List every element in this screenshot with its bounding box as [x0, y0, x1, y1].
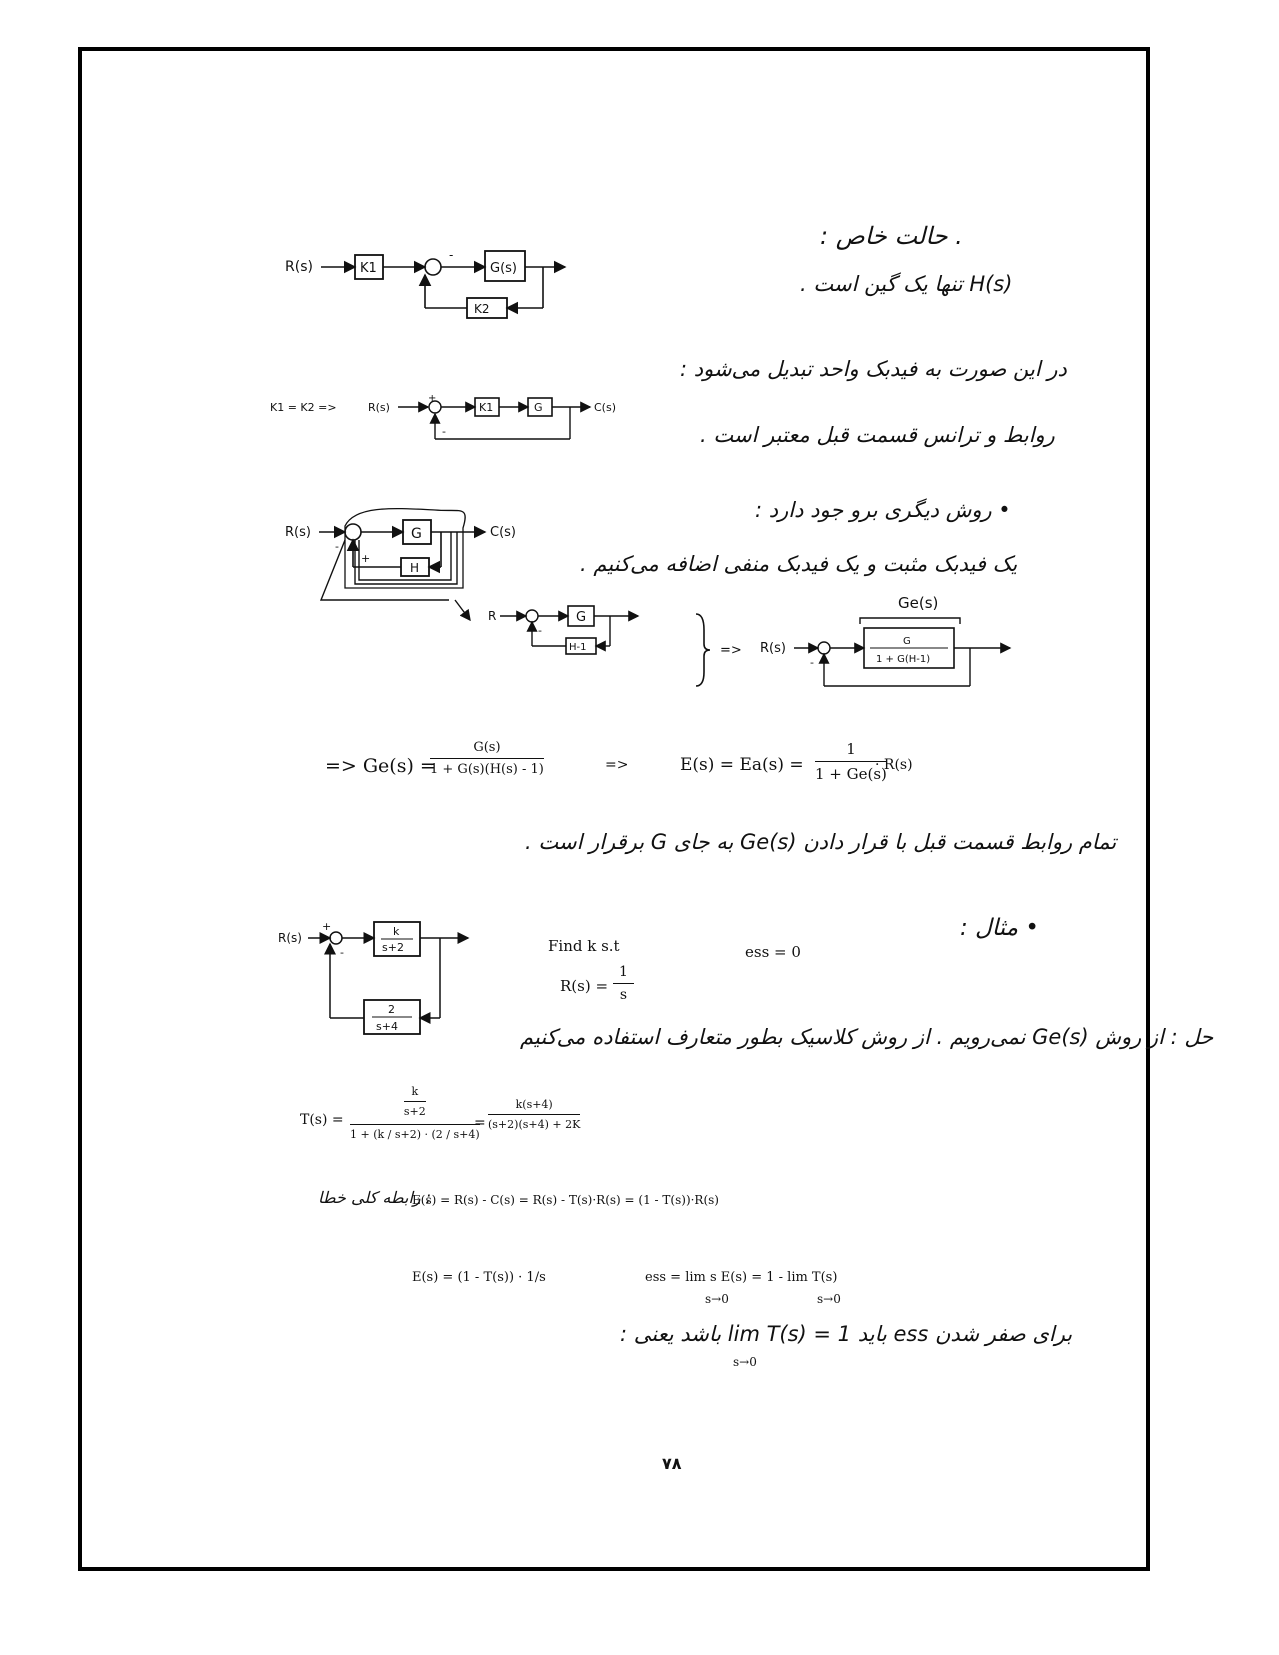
- t-numerator: k s+2: [350, 1085, 480, 1125]
- e-numerator: 1: [815, 740, 887, 762]
- in-this-case-text: در این صورت به فیدبک واحد تبدیل می‌شود :: [680, 357, 1067, 381]
- d3-h-label: H: [410, 561, 419, 575]
- r-fraction: 1 s: [613, 964, 634, 1003]
- e-fraction: 1 1 + Ge(s): [815, 740, 887, 783]
- d2-input-label: R(s): [368, 401, 390, 414]
- d3-g-label: G: [411, 526, 422, 542]
- d2-output-label: C(s): [594, 401, 616, 414]
- t-fraction: k s+2 1 + (k / s+2) · (2 / s+4): [350, 1085, 480, 1141]
- d3-input-label: R(s): [285, 525, 311, 540]
- t-num-bot: s+2: [403, 1105, 426, 1118]
- d4-minus-sign: -: [538, 624, 542, 637]
- t-num-top: k: [403, 1085, 426, 1102]
- d4-g-label: G: [576, 610, 586, 625]
- d3-minus-sign: -: [335, 540, 339, 553]
- d2-plus-sign: +: [428, 395, 436, 404]
- block-diagram-ge: Ge(s) R(s) G 1 + G(H-1) -: [760, 594, 1012, 687]
- d2-minus-sign: -: [442, 425, 446, 438]
- for-zero-text: برای صفر شدن ess باید lim T(s) = 1 باشد …: [620, 1322, 1073, 1346]
- lim-sub-2: s→0: [817, 1292, 841, 1306]
- d2-g-label: G: [534, 401, 543, 414]
- r-denominator: s: [619, 987, 628, 1003]
- d3-plus-sign: +: [361, 552, 370, 565]
- t-inner-fraction: k s+2: [403, 1085, 426, 1118]
- page-number: ۷۸: [662, 1454, 682, 1473]
- t-rhs-fraction: k(s+4) (s+2)(s+4) + 2K: [488, 1098, 581, 1131]
- d2-k1-label: K1: [479, 401, 493, 414]
- e-lhs: E(s) = Ea(s) =: [680, 755, 804, 775]
- lim-sub-3: s→0: [733, 1355, 757, 1369]
- block-diagram-k1-k2: R(s) K1 G(s) K2 -: [285, 248, 567, 319]
- t-denominator: 1 + (k / s+2) · (2 / s+4): [350, 1128, 480, 1141]
- d4-input-label: R: [488, 609, 496, 623]
- block-diagram-added-feedback: R(s) G C(s) H + -: [285, 507, 516, 622]
- block-diagram-example: R(s) + k s+2 2 s+4 -: [278, 920, 470, 1035]
- ge-lhs: => Ge(s) =: [325, 755, 436, 777]
- solution-text: حل : از روش Ge(s) نمی‌رویم . از روش کلاس…: [520, 1025, 1214, 1049]
- d6-input-label: R(s): [278, 931, 302, 945]
- page-frame: [78, 47, 1150, 1571]
- t-equals: =: [474, 1115, 486, 1131]
- d5-g-den: 1 + G(H-1): [876, 654, 930, 665]
- block-diagram-h-minus-1: R G H-1 -: [488, 605, 640, 655]
- general-error-label: : رابطه کلی خطا: [318, 1188, 432, 1207]
- find-k-text: Find k s.t: [548, 937, 620, 955]
- special-case-heading: . حالت خاص :: [820, 222, 963, 250]
- d6-k-num: k: [393, 925, 400, 938]
- d1-minus-sign: -: [449, 248, 453, 262]
- t-lhs: T(s) =: [300, 1112, 344, 1128]
- block-diagram-unity-feedback: K1 = K2 => R(s) + K1 G C(s) -: [270, 395, 616, 440]
- add-subtract-feedback-text: یک فیدبک مثبت و یک فیدبک منفی اضافه می‌ک…: [580, 552, 1018, 576]
- e-final-equation: E(s) = (1 - T(s)) · 1/s: [412, 1270, 546, 1285]
- ge-denominator: 1 + G(s)(H(s) - 1): [430, 762, 544, 777]
- ess-zero-text: ess = 0: [745, 943, 801, 961]
- d4-h-minus-1-label: H-1: [569, 642, 587, 653]
- d1-k2-label: K2: [474, 302, 490, 316]
- error-general-equation: E(s) = R(s) - C(s) = R(s) - T(s)·R(s) = …: [412, 1193, 719, 1207]
- example-heading: • مثال :: [960, 915, 1039, 941]
- d6-two: 2: [388, 1003, 395, 1016]
- other-method-text: • روش دیگری برو جود دارد :: [755, 498, 1011, 522]
- h-gain-only-text: H(s) تنها یک گین است .: [800, 272, 1013, 296]
- ge-arrow: =>: [605, 757, 629, 773]
- ge-numerator: G(s): [430, 740, 544, 759]
- d5-input-label: R(s): [760, 641, 786, 656]
- lim-sub-1: s→0: [705, 1292, 729, 1306]
- d6-plus-sign: +: [322, 920, 331, 933]
- d6-minus-sign: -: [340, 946, 344, 959]
- d3-output-label: C(s): [490, 525, 516, 540]
- d5-g-num: G: [903, 636, 911, 647]
- d2-k1-eq-k2: K1 = K2 =>: [270, 401, 337, 414]
- r-lhs: R(s) =: [560, 977, 609, 995]
- d5-ge-label: Ge(s): [898, 594, 938, 612]
- t-rhs-denominator: (s+2)(s+4) + 2K: [488, 1118, 581, 1131]
- d1-input-label: R(s): [285, 259, 313, 275]
- d6-s-plus-4: s+4: [376, 1020, 398, 1033]
- all-relations-text: تمام روابط قسمت قبل با قرار دادن Ge(s) ب…: [525, 830, 1117, 854]
- d1-k1-label: K1: [360, 261, 377, 276]
- e-rhs: · R(s): [875, 757, 913, 773]
- brace-and-arrow: =>: [695, 613, 742, 687]
- d5-minus-sign: -: [810, 656, 814, 669]
- t-rhs-numerator: k(s+4): [488, 1098, 581, 1115]
- ge-fraction: G(s) 1 + G(s)(H(s) - 1): [430, 740, 544, 777]
- d6-s-plus-2: s+2: [382, 941, 404, 954]
- r-numerator: 1: [613, 964, 634, 984]
- d1-g-label: G(s): [490, 261, 517, 276]
- ratio-relations-text: روابط و ترانس قسمت قبل معتبر است .: [700, 423, 1055, 447]
- brace-arrow-label: =>: [720, 643, 742, 658]
- e-denominator: 1 + Ge(s): [815, 765, 887, 783]
- ess-final-equation: ess = lim s E(s) = 1 - lim T(s): [645, 1270, 838, 1285]
